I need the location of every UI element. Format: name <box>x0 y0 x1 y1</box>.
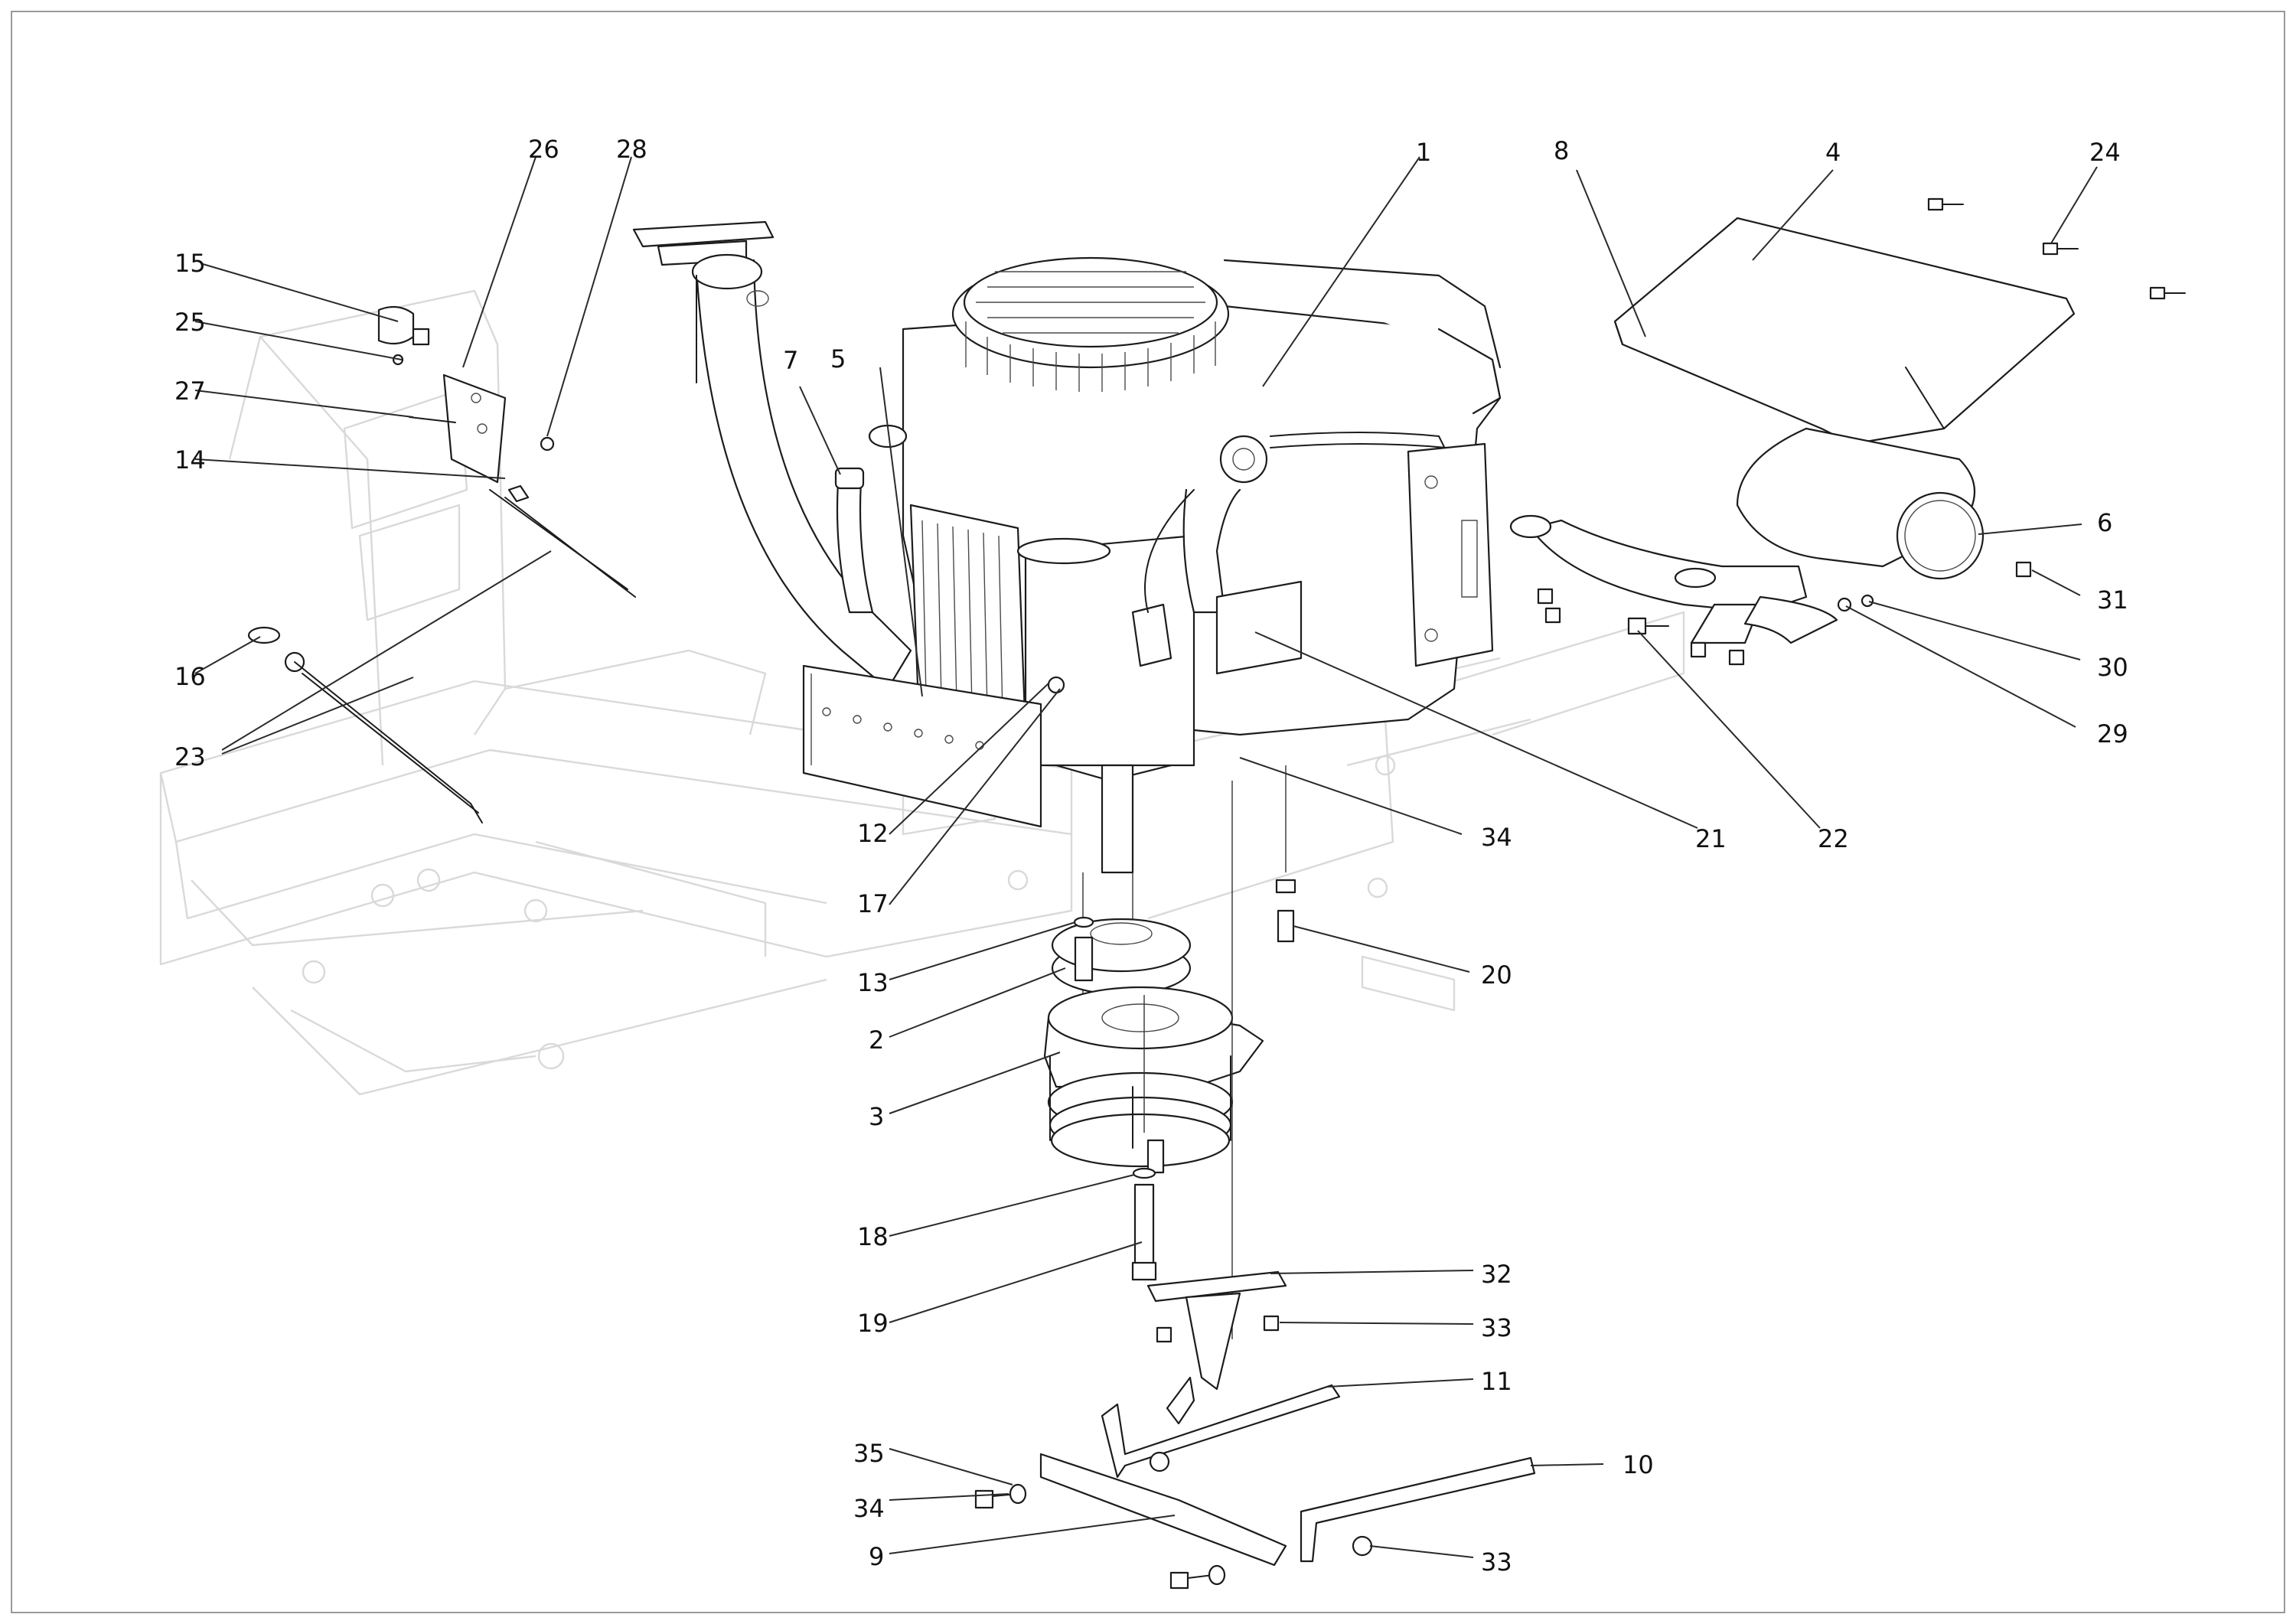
callout-12: 12 <box>857 819 889 848</box>
callout-7: 7 <box>783 346 798 375</box>
callout-33-upper: 33 <box>1481 1313 1512 1342</box>
callout-30: 30 <box>2097 653 2128 682</box>
callout-3: 3 <box>869 1102 884 1131</box>
callout-16: 16 <box>174 662 206 691</box>
callout-25: 25 <box>174 308 206 337</box>
callout-28: 28 <box>616 135 647 164</box>
throttle-linkage <box>247 305 636 823</box>
callout-9: 9 <box>869 1542 884 1571</box>
callout-35: 35 <box>853 1439 885 1468</box>
callout-5: 5 <box>830 344 846 373</box>
callout-27: 27 <box>174 377 206 406</box>
callout-21: 21 <box>1695 824 1727 853</box>
muffler-assembly <box>1509 197 2186 666</box>
callout-32: 32 <box>1481 1260 1512 1289</box>
callout-22: 22 <box>1818 824 1849 853</box>
callout-34-lower: 34 <box>853 1494 885 1523</box>
callout-13: 13 <box>857 968 889 997</box>
callout-17: 17 <box>857 889 889 918</box>
callout-23: 23 <box>174 742 206 771</box>
bolt-24 <box>1927 197 2186 300</box>
callout-33-lower: 33 <box>1481 1547 1512 1577</box>
clutch-pulley-stack <box>1043 765 1296 1339</box>
callout-11: 11 <box>1481 1367 1512 1396</box>
callout-18: 18 <box>857 1222 889 1251</box>
leader-lines <box>194 156 2098 1558</box>
exhaust-pipe-left <box>632 220 912 690</box>
callout-26: 26 <box>528 135 559 164</box>
callout-1: 1 <box>1416 138 1431 167</box>
callout-20: 20 <box>1481 960 1512 990</box>
callout-8: 8 <box>1554 136 1569 165</box>
callout-29: 29 <box>2097 719 2128 748</box>
callout-labels: 1 2 3 4 5 6 7 8 9 10 11 12 13 14 15 16 1… <box>174 135 2128 1577</box>
callout-15: 15 <box>174 249 206 278</box>
callout-10: 10 <box>1623 1450 1654 1479</box>
callout-19: 19 <box>857 1309 889 1338</box>
callout-31: 31 <box>2097 585 2128 615</box>
callout-6: 6 <box>2097 508 2112 537</box>
engine-body <box>802 256 1502 874</box>
callout-24: 24 <box>2089 138 2121 167</box>
callout-2: 2 <box>869 1026 884 1055</box>
drawing-border <box>11 11 2285 1613</box>
callout-34-upper: 34 <box>1481 823 1512 852</box>
callout-4: 4 <box>1825 138 1841 167</box>
lower-brackets <box>974 1270 1536 1590</box>
callout-14: 14 <box>174 445 206 474</box>
